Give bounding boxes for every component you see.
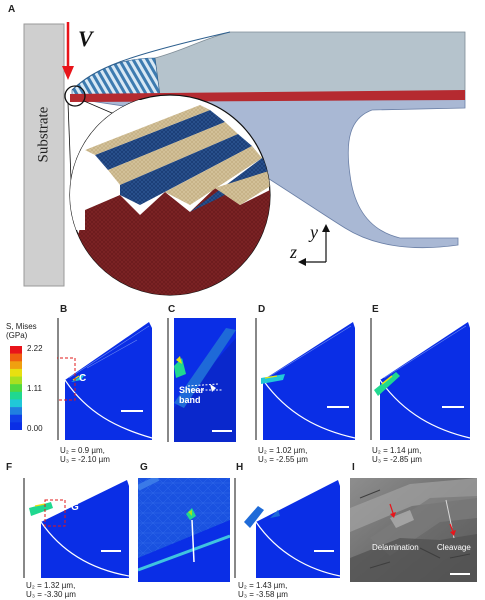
panel-e-contour — [370, 318, 471, 440]
panel-label-e: E — [372, 304, 379, 315]
panel-label-d: D — [258, 304, 266, 315]
panel-b-caption: U₂ = 0.9 µm, U₃ = -2.10 µm — [60, 446, 110, 464]
panel-label-g: G — [140, 462, 148, 473]
panel-d-contour — [255, 318, 356, 440]
colorbar-swatch — [10, 414, 22, 423]
legend-tick-max: 2.22 — [27, 344, 43, 353]
panel-label-a: A — [8, 4, 16, 15]
panel-label-c: C — [168, 304, 176, 315]
substrate-label: Substrate — [35, 106, 52, 163]
panel-f-dashed-box — [44, 499, 66, 527]
panel-b-zoom-label: C — [79, 373, 87, 384]
colorbar-swatch — [10, 361, 22, 370]
panel-label-i: I — [352, 462, 355, 473]
panel-c-contour — [167, 318, 236, 442]
colorbar-swatch — [10, 384, 22, 393]
panel-i-cleavage-label: Cleavage — [437, 543, 471, 552]
colorbar-swatch — [10, 399, 22, 408]
colorbar-swatch — [10, 346, 22, 354]
panel-f-contour — [23, 478, 130, 578]
coating-top — [154, 31, 466, 97]
panel-label-f: F — [6, 462, 13, 473]
panel-i-delamination-label: Delamination — [372, 543, 419, 552]
panel-c-shear-band-label: Shear band — [179, 385, 205, 405]
colorbar-swatch — [10, 353, 22, 362]
legend-tick-min: 0.00 — [27, 424, 43, 433]
panel-i-sem-image — [350, 478, 477, 582]
colorbar-swatch — [10, 391, 22, 400]
colorbar-swatch — [10, 376, 22, 385]
panel-h-caption: U₂ = 1.43 µm, U₃ = -3.58 µm — [238, 581, 288, 599]
panel-b-contour — [57, 318, 153, 440]
panel-f-caption: U₂ = 1.32 µm, U₃ = -3.30 µm — [26, 581, 76, 599]
panel-a-schematic — [23, 22, 466, 296]
panel-label-h: H — [236, 462, 244, 473]
substrate-block — [23, 23, 65, 287]
panel-label-b: B — [60, 304, 68, 315]
panel-g-mesh-zoom — [138, 478, 230, 582]
contact-circle — [64, 85, 86, 107]
axis-z-label: z — [290, 242, 298, 262]
panel-d-caption: U₂ = 1.02 µm, U₃ = -2.55 µm — [258, 446, 308, 464]
panel-e-caption: U₂ = 1.14 µm, U₃ = -2.85 µm — [372, 446, 422, 464]
colorbar-swatch — [10, 422, 22, 430]
axis-y-label: y — [310, 222, 318, 242]
panel-f-zoom-label: G — [71, 502, 79, 513]
panel-h-contour — [234, 478, 341, 578]
colorbar-swatch — [10, 368, 22, 377]
legend-tick-mid: 1.11 — [27, 384, 42, 393]
legend-title: S, Mises (GPa) — [6, 322, 37, 340]
velocity-label: V — [78, 26, 93, 51]
panel-b-dashed-box — [57, 357, 76, 401]
colorbar-swatch — [10, 407, 22, 416]
legend-colorbar — [10, 346, 22, 430]
